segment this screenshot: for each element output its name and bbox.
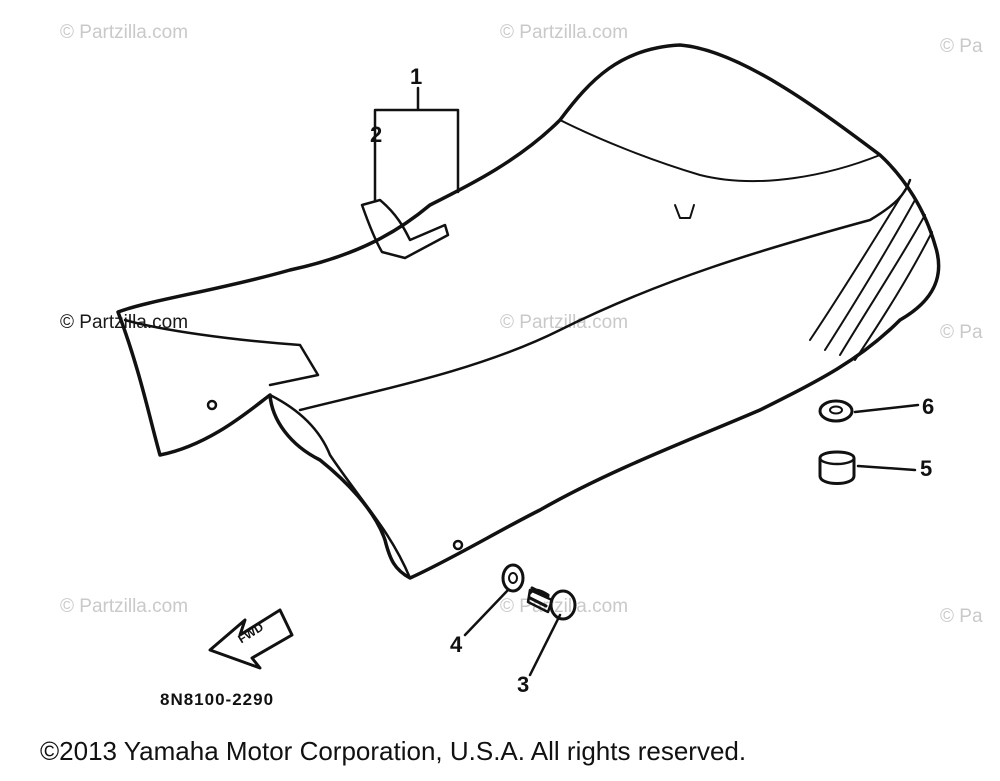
bolt-part-3 [528,586,550,608]
damper-part-5 [818,450,856,485]
diagram-code: 8N8100-2290 [160,690,275,709]
watermark: © Pa [940,36,983,57]
watermark: © Pa [940,606,983,627]
watermark: © Partzilla.com [500,22,629,43]
watermark: © Partzilla.com [60,22,189,43]
watermark: © Partzilla.com [500,596,629,617]
watermark: © Pa [940,322,983,343]
copyright-notice: ©2013 Yamaha Motor Corporation, U.S.A. A… [40,736,747,766]
callout-1: 1 [410,64,423,89]
washer-part-6 [818,399,854,423]
callout-2: 2 [370,122,383,147]
callout-4: 4 [450,632,463,657]
callout-6: 6 [922,394,935,419]
callout-3: 3 [517,672,530,697]
seat-outline [116,43,941,580]
watermark: © Partzilla.com [60,596,189,617]
washer-part-4 [501,563,525,593]
fwd-arrow-icon [208,608,294,670]
watermark: © Partzilla.com [500,312,629,333]
seat-bracket [360,198,450,260]
callout-5: 5 [920,456,933,481]
